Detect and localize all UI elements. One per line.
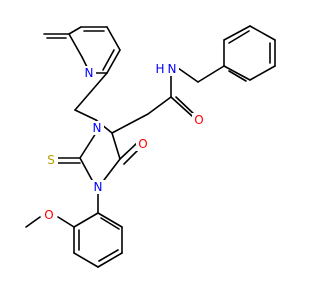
bond [228, 70, 247, 82]
ring-nitrogen-3-label: N [93, 121, 102, 135]
label-mask [90, 121, 104, 135]
bond [170, 96, 193, 117]
amide-hydrogen-label: H [155, 62, 164, 76]
bonds [25, 25, 276, 268]
bond [68, 26, 82, 35]
bond [100, 217, 120, 230]
bond [79, 157, 93, 181]
bond [249, 25, 276, 41]
ether-oxygen-label: O [44, 208, 53, 222]
atom-labels: N N H O N O S N O [42, 62, 206, 222]
bond [147, 96, 172, 115]
label-mask [192, 113, 206, 127]
bond [106, 26, 121, 51]
bond [177, 67, 199, 83]
thione-sulfur-label: S [47, 153, 55, 167]
bond [249, 65, 276, 81]
label-mask [91, 180, 105, 194]
bond [25, 216, 41, 228]
bond [119, 142, 138, 160]
label-mask [165, 62, 179, 76]
molecule-structure: N N H O N O S N O [25, 25, 276, 268]
bond [68, 33, 83, 58]
bond [102, 49, 115, 71]
bond [103, 158, 121, 181]
bond [175, 96, 197, 117]
bond [223, 25, 251, 41]
bond [97, 252, 123, 268]
bond [228, 30, 250, 44]
bond [74, 109, 97, 121]
label-mask [82, 66, 96, 80]
bond [111, 113, 149, 134]
bond [73, 212, 99, 228]
label-mask [44, 153, 58, 167]
bond [197, 65, 225, 83]
bond [57, 216, 75, 228]
bond [73, 252, 99, 268]
bond [111, 132, 121, 160]
bond [74, 72, 108, 111]
pyridine-nitrogen-label: N [85, 66, 94, 80]
amide-oxygen-label: O [194, 113, 203, 127]
bond [223, 65, 251, 81]
label-mask [42, 208, 56, 222]
bond [79, 132, 97, 159]
bond [97, 212, 123, 228]
lactam-oxygen-label: O [138, 137, 147, 151]
bond [106, 49, 121, 74]
bond [98, 249, 119, 262]
amide-nitrogen-label: N [168, 62, 177, 76]
ring-nitrogen-1-label: N [94, 180, 103, 194]
label-mask [136, 137, 150, 151]
